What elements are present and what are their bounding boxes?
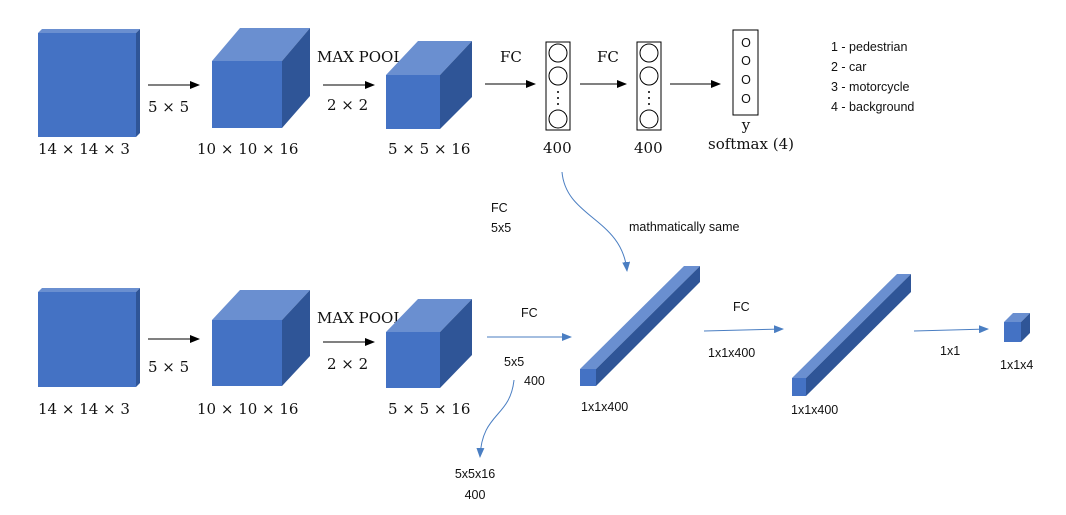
top-input-volume xyxy=(38,29,140,137)
output-circle-4: O xyxy=(741,92,751,106)
filter-count: 400 xyxy=(465,488,486,502)
bottom-fc2-dims: 1x1x400 xyxy=(708,346,755,360)
bottom-conv-dims: 10 × 10 × 16 xyxy=(197,400,298,418)
output-activation: softmax (4) xyxy=(708,135,794,153)
top-pool-dims: 5 × 5 × 16 xyxy=(388,140,470,158)
fc-layer-1-volume xyxy=(580,266,700,386)
top-fc2-vector xyxy=(636,41,662,131)
top-pool-size: 2 × 2 xyxy=(327,96,368,114)
fc-layer-2-dims: 1x1x400 xyxy=(791,403,838,417)
top-fc1-units: 400 xyxy=(543,139,572,157)
output-dims: 1x1x4 xyxy=(1000,358,1033,372)
top-conv-filter: 5 × 5 xyxy=(148,98,189,116)
top-pool-label: MAX POOL xyxy=(317,48,403,66)
bottom-pool-label: MAX POOL xyxy=(317,309,403,327)
filter-shape-arrow xyxy=(476,379,515,458)
bottom-input-volume xyxy=(38,288,140,387)
class-1: 1 - pedestrian xyxy=(831,40,907,54)
output-circle-1: O xyxy=(741,36,751,50)
middle-fc-label: FC xyxy=(491,201,508,215)
top-fc1-vector xyxy=(545,41,571,131)
final-kernel: 1x1 xyxy=(940,344,960,358)
final-conv-arrow xyxy=(913,325,989,334)
top-conv-dims: 10 × 10 × 16 xyxy=(197,140,298,158)
class-2: 2 - car xyxy=(831,60,866,74)
bottom-pool-size: 2 × 2 xyxy=(327,355,368,373)
top-input-dims: 14 × 14 × 3 xyxy=(38,140,130,158)
bottom-fc-label: FC xyxy=(521,306,538,320)
top-fc1-label: FC xyxy=(500,48,522,66)
bottom-conv-filter: 5 × 5 xyxy=(148,358,189,376)
top-fc2-units: 400 xyxy=(634,139,663,157)
filter-shape: 5x5x16 xyxy=(455,467,495,481)
middle-fc-kernel: 5x5 xyxy=(491,221,511,235)
top-output-box xyxy=(732,29,759,116)
bottom-conv-volume xyxy=(212,290,310,386)
bottom-pool-dims: 5 × 5 × 16 xyxy=(388,400,470,418)
bottom-fc-count: 400 xyxy=(524,374,545,388)
bottom-fc2-label: FC xyxy=(733,300,750,314)
output-var: y xyxy=(741,116,751,134)
top-pool-volume xyxy=(386,41,472,129)
output-circle-3: O xyxy=(741,73,751,87)
output-volume xyxy=(1004,313,1030,342)
equivalence-note: mathmatically same xyxy=(629,220,739,234)
bottom-fc2-arrow xyxy=(703,325,784,334)
top-conv-volume xyxy=(212,28,310,128)
class-3: 3 - motorcycle xyxy=(831,80,910,94)
output-circle-2: O xyxy=(741,54,751,68)
class-4: 4 - background xyxy=(831,100,914,114)
equivalence-arrow xyxy=(561,171,631,272)
top-fc2-label: FC xyxy=(597,48,619,66)
bottom-input-dims: 14 × 14 × 3 xyxy=(38,400,130,418)
fc-layer-2-volume xyxy=(792,274,911,396)
bottom-pool-volume xyxy=(386,299,472,388)
bottom-fc-kernel: 5x5 xyxy=(504,355,524,369)
fc-layer-1-dims: 1x1x400 xyxy=(581,400,628,414)
